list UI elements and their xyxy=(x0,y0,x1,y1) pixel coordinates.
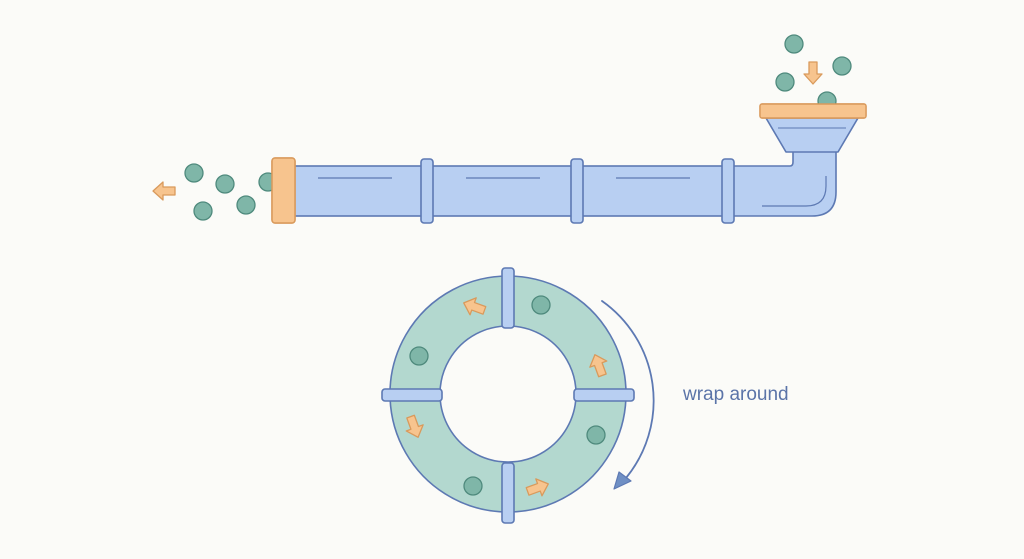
ball xyxy=(193,201,213,221)
straight-pipe-group xyxy=(152,34,867,224)
circular-flow-arrow-icon xyxy=(601,300,655,490)
ball xyxy=(215,174,235,194)
ring-coupling xyxy=(501,462,515,524)
main-pipe-body xyxy=(289,165,733,217)
ball xyxy=(784,34,804,54)
ball xyxy=(184,163,204,183)
ring-coupling xyxy=(573,388,635,402)
ball xyxy=(236,195,256,215)
ring-pipe-icon xyxy=(381,267,635,524)
pipe-coupling xyxy=(721,158,735,224)
ring-coupling xyxy=(501,267,515,329)
ring-coupling xyxy=(381,388,443,402)
ball xyxy=(409,346,429,366)
inflow-arrow-icon xyxy=(803,61,823,85)
ball xyxy=(463,476,483,496)
ball xyxy=(586,425,606,445)
pipe-coupling xyxy=(420,158,434,224)
pipe-coupling xyxy=(570,158,584,224)
wrap-around-label: wrap around xyxy=(682,384,789,405)
ball xyxy=(531,295,551,315)
ball xyxy=(832,56,852,76)
elbow-highlight xyxy=(762,176,827,207)
ball xyxy=(775,72,795,92)
outflow-arrow-icon xyxy=(152,181,176,201)
